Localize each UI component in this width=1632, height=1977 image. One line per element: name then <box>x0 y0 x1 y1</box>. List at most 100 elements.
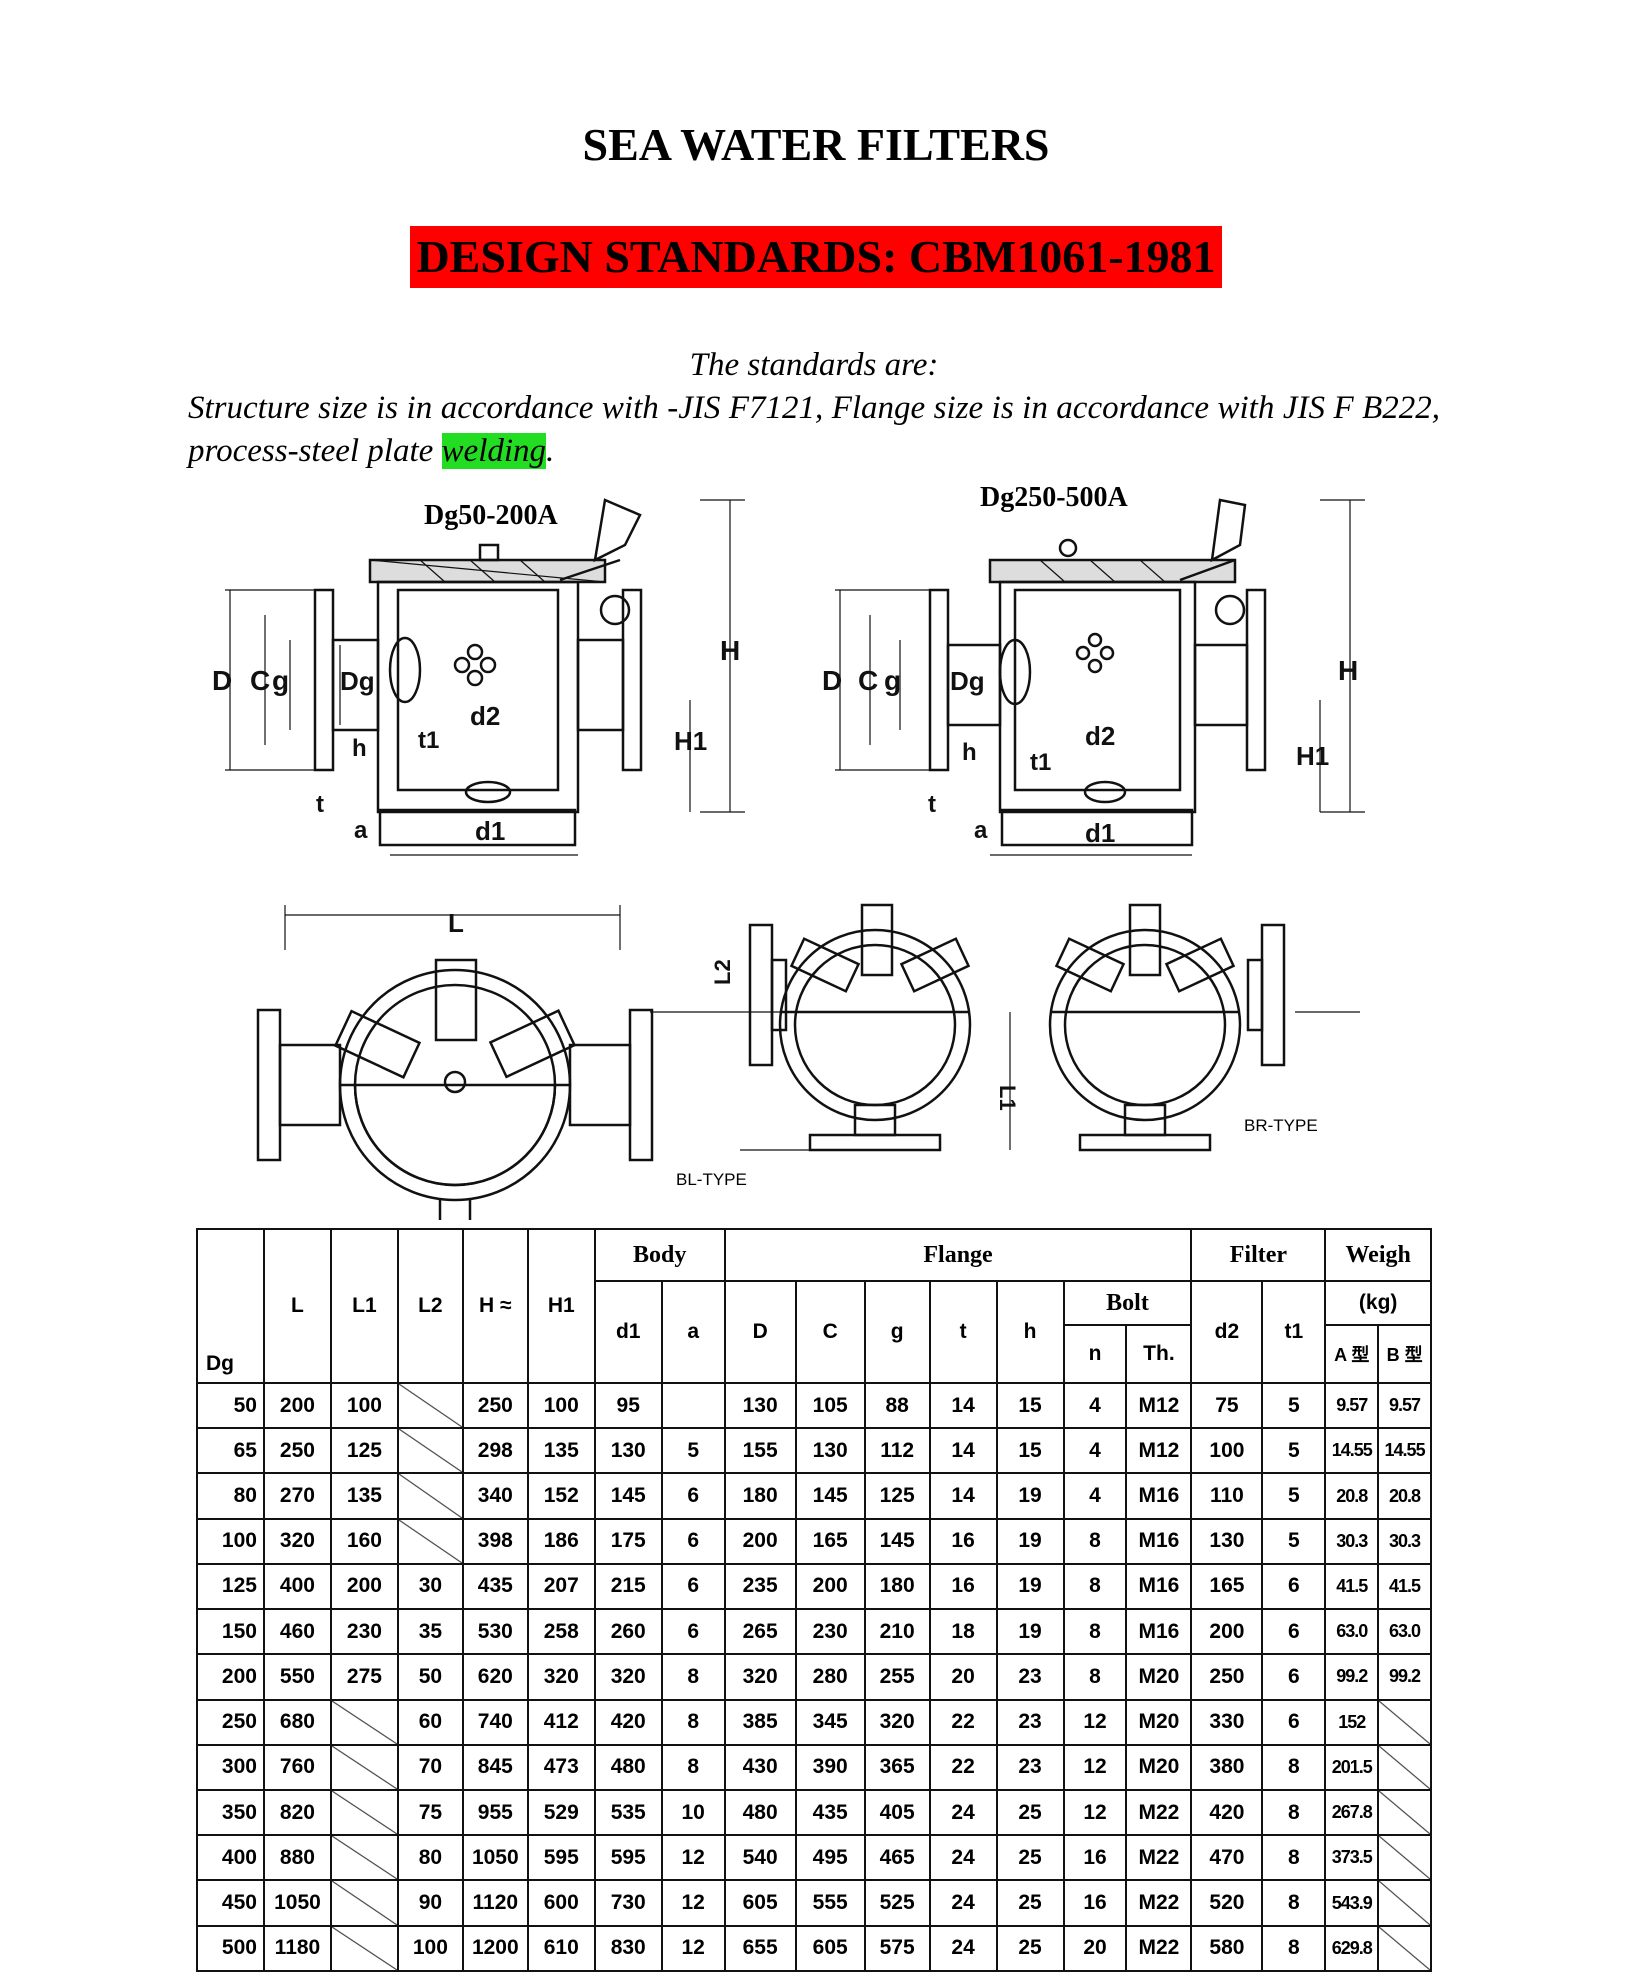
table-cell: 380 <box>1190 1743 1264 1791</box>
table-cell: 65 <box>196 1427 265 1475</box>
dim-t-large: t <box>928 791 936 818</box>
table-cell: 130 <box>794 1427 866 1475</box>
table-cell: 230 <box>794 1608 866 1656</box>
table-cell: 80 <box>396 1834 464 1882</box>
group-body: Body <box>593 1228 726 1282</box>
table-cell: M22 <box>1125 1924 1193 1973</box>
group-bolt: Bolt <box>1062 1280 1193 1326</box>
table-cell <box>396 1472 464 1520</box>
table-cell: 41.5 <box>1377 1562 1432 1611</box>
table-cell: 63.0 <box>1324 1608 1380 1656</box>
table-cell: 75 <box>1190 1381 1264 1430</box>
intro-text-main: Structure size is in accordance with -JI… <box>188 390 1440 469</box>
table-cell: 180 <box>723 1472 797 1520</box>
table-cell: 575 <box>863 1924 931 1973</box>
table-cell: 20.8 <box>1377 1472 1432 1520</box>
table-cell: 155 <box>723 1427 797 1475</box>
col-L: L <box>262 1228 332 1384</box>
table-cell: 24 <box>928 1834 998 1882</box>
table-cell: 22 <box>928 1698 998 1746</box>
table-cell: 5 <box>1261 1381 1327 1430</box>
table-cell: 845 <box>461 1743 529 1791</box>
table-cell: 150 <box>196 1608 265 1656</box>
table-cell: 130 <box>723 1381 797 1430</box>
dim-C: C <box>250 665 270 696</box>
dim-H1: H1 <box>674 726 707 756</box>
table-cell: 112 <box>863 1427 931 1475</box>
table-cell: 270 <box>262 1472 332 1520</box>
table-cell: 550 <box>262 1653 332 1701</box>
table-cell: 330 <box>1190 1698 1264 1746</box>
table-cell: 610 <box>526 1924 596 1973</box>
table-cell <box>396 1427 464 1475</box>
dim-H-large: H <box>1338 655 1358 686</box>
table-cell: M20 <box>1125 1653 1193 1701</box>
table-cell: 430 <box>723 1743 797 1791</box>
table-cell: 135 <box>526 1427 596 1475</box>
table-cell: 186 <box>526 1517 596 1565</box>
table-cell: 19 <box>995 1472 1065 1520</box>
table-cell: 8 <box>1261 1743 1327 1791</box>
table-cell: 18 <box>928 1608 998 1656</box>
table-cell: 530 <box>461 1608 529 1656</box>
table-cell: 24 <box>928 1924 998 1973</box>
table-cell: 160 <box>329 1517 399 1565</box>
dim-g: g <box>272 665 289 696</box>
table-cell: 23 <box>995 1743 1065 1791</box>
table-cell: 100 <box>329 1381 399 1430</box>
table-cell: 16 <box>1062 1879 1128 1927</box>
design-standard-banner: DESIGN STANDARDS: CBM1061-1981 <box>410 226 1222 288</box>
table-cell: 8 <box>660 1653 726 1701</box>
table-cell: 14 <box>928 1427 998 1475</box>
table-cell: 19 <box>995 1517 1065 1565</box>
table-cell: 880 <box>262 1834 332 1882</box>
col-dg: Dg <box>196 1228 265 1384</box>
col-H: H ≈ <box>461 1228 529 1384</box>
table-cell: 480 <box>723 1788 797 1837</box>
table-cell: 390 <box>794 1743 866 1791</box>
table-cell: 35 <box>396 1608 464 1656</box>
table-cell: 400 <box>196 1834 265 1882</box>
table-cell: 465 <box>863 1834 931 1882</box>
col-d1: d1 <box>593 1280 663 1384</box>
table-cell: 8 <box>660 1698 726 1746</box>
table-cell: 130 <box>1190 1517 1264 1565</box>
table-cell: 1120 <box>461 1879 529 1927</box>
dim-t: t <box>316 791 324 818</box>
table-cell: 535 <box>593 1788 663 1837</box>
table-cell: 145 <box>794 1472 866 1520</box>
table-cell: 4 <box>1062 1472 1128 1520</box>
table-cell: 8 <box>1261 1924 1327 1973</box>
dim-L2: L2 <box>710 959 735 985</box>
table-cell: 473 <box>526 1743 596 1791</box>
dim-g-large: g <box>884 665 901 696</box>
col-C: C <box>794 1280 866 1384</box>
dim-C-large: C <box>858 665 878 696</box>
table-cell: 320 <box>863 1698 931 1746</box>
table-cell: 200 <box>1190 1608 1264 1656</box>
design-standard-wrap: DESIGN STANDARDS: CBM1061-1981 <box>0 226 1632 288</box>
table-cell: 9.57 <box>1324 1381 1380 1430</box>
table-cell: 6 <box>660 1472 726 1520</box>
table-cell <box>1377 1879 1432 1927</box>
table-cell <box>1377 1924 1432 1973</box>
table-cell: 495 <box>794 1834 866 1882</box>
technical-drawings: D C g Dg H H1 d2 t1 h t a d1 <box>212 498 1365 1220</box>
dim-h: h <box>352 735 367 762</box>
table-cell: 230 <box>329 1608 399 1656</box>
table-cell: 200 <box>794 1562 866 1611</box>
table-cell: M16 <box>1125 1608 1193 1656</box>
table-cell: 6 <box>1261 1698 1327 1746</box>
table-cell: 50 <box>196 1381 265 1430</box>
table-cell: 267.8 <box>1324 1788 1380 1837</box>
table-cell: 350 <box>196 1788 265 1837</box>
table-cell: 50 <box>396 1653 464 1701</box>
dim-d1-large: d1 <box>1085 818 1115 848</box>
table-cell: 6 <box>1261 1562 1327 1611</box>
diagram-label-small: Dg50-200A <box>424 500 558 531</box>
table-cell: 555 <box>794 1879 866 1927</box>
table-cell: 373.5 <box>1324 1834 1380 1882</box>
